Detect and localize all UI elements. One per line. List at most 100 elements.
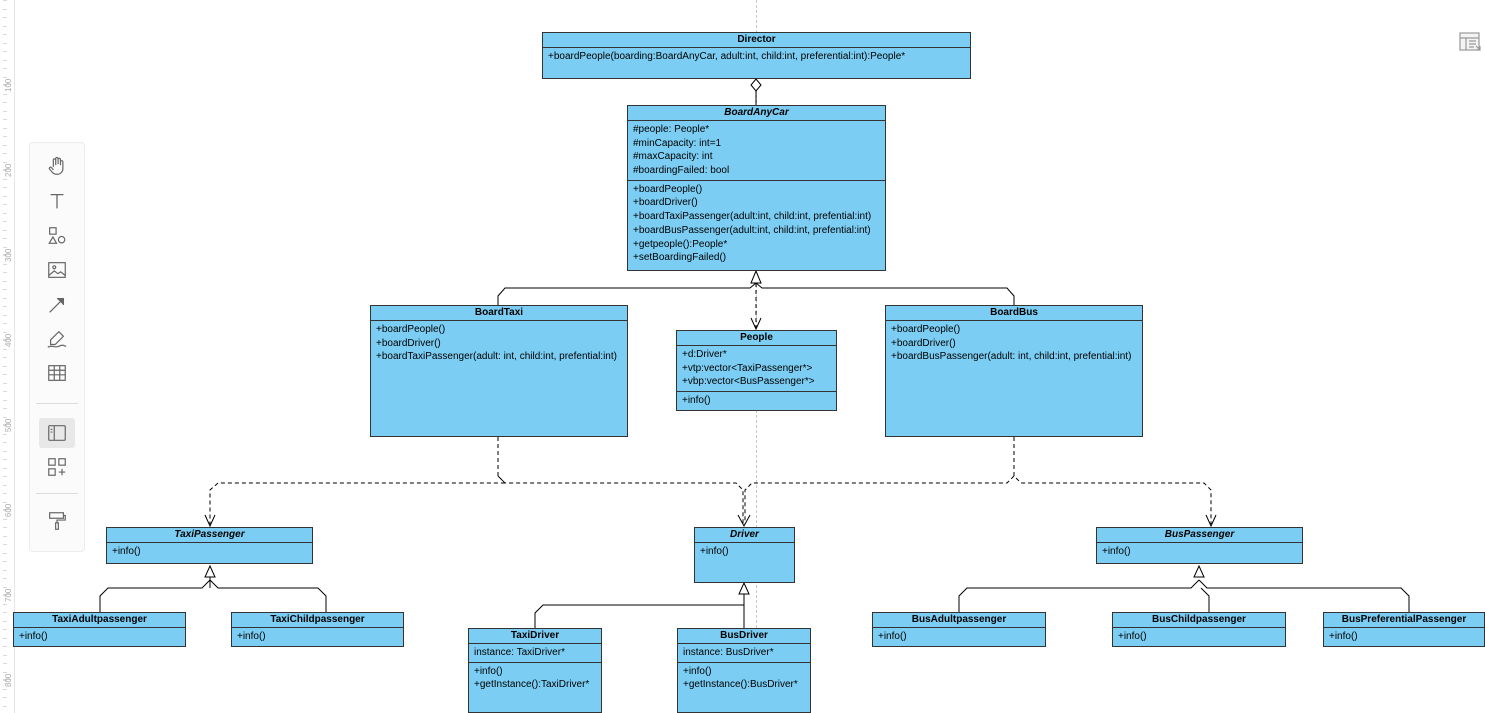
- class-board-bus[interactable]: BoardBus +boardPeople() +boardDriver() +bo…: [885, 305, 1143, 437]
- shapes-icon[interactable]: [39, 221, 75, 251]
- methods: +info(): [1113, 628, 1285, 646]
- class-member: +d:Driver*: [682, 349, 727, 360]
- class-name: Driver: [695, 528, 794, 543]
- class-board-any-car[interactable]: BoardAnyCar #people: People*#minCapacity…: [627, 105, 886, 271]
- class-member: +getInstance():BusDriver*: [683, 679, 798, 691]
- dependency-bus-to-buspassenger: [1013, 437, 1212, 524]
- class-member: +boardPeople(): [891, 324, 961, 335]
- methods: +info(): [695, 543, 794, 561]
- class-member: +boardPeople(): [376, 324, 446, 335]
- class-member: #boardingFailed: bool: [633, 165, 730, 177]
- class-member: instance: BusDriver*: [683, 647, 774, 658]
- class-name: BoardBus: [886, 306, 1142, 321]
- generalization-bus-preferential: [1198, 579, 1410, 612]
- class-bus-passenger[interactable]: BusPassenger +info(): [1096, 527, 1303, 564]
- image-icon[interactable]: [39, 255, 75, 285]
- generalization-board-taxi: [497, 282, 757, 305]
- attributes: +d:Driver* +vtp:vector<TaxiPassenger*> +vb…: [677, 346, 836, 393]
- class-bus-driver[interactable]: BusDriver instance: BusDriver* +info() +g…: [677, 628, 811, 713]
- class-member: +boardPeople(): [633, 183, 703, 195]
- class-member: +boardDriver(): [891, 337, 956, 349]
- table-icon[interactable]: [39, 358, 75, 388]
- class-name: TaxiAdultpassenger: [14, 613, 185, 628]
- class-name: BusChildpassenger: [1113, 613, 1285, 628]
- methods: +boardPeople(boarding:BoardAnyCar, adult…: [543, 48, 970, 66]
- class-member: +boardPeople(boarding:BoardAnyCar, adult…: [548, 51, 906, 62]
- methods: +info(): [873, 628, 1045, 646]
- class-member: instance: TaxiDriver*: [474, 647, 565, 658]
- class-driver[interactable]: Driver +info(): [694, 527, 795, 583]
- format-painter-icon[interactable]: [39, 506, 75, 536]
- dependency-taxi-to-driver: [497, 475, 744, 524]
- class-director[interactable]: Director +boardPeople(boarding:BoardAnyC…: [542, 32, 971, 79]
- hand-icon[interactable]: [39, 151, 75, 181]
- class-taxi-passenger[interactable]: TaxiPassenger +info(): [106, 527, 313, 564]
- left-toolbar: [29, 142, 85, 552]
- class-member: +boardDriver(): [376, 337, 441, 349]
- class-member: +boardBusPassenger(adult:int, child:int,…: [633, 224, 871, 236]
- class-member: +info(): [683, 665, 712, 677]
- class-name: BusAdultpassenger: [873, 613, 1045, 628]
- class-name: BoardTaxi: [371, 306, 627, 321]
- class-name: People: [677, 331, 836, 346]
- methods: +info(): [1324, 628, 1484, 646]
- dependency-bus-to-driver: [744, 475, 1015, 524]
- class-member: +info(): [1329, 631, 1358, 642]
- class-people[interactable]: People +d:Driver* +vtp:vector<TaxiPasseng…: [676, 330, 837, 411]
- class-name: TaxiChildpassenger: [232, 613, 403, 628]
- class-name: Director: [543, 33, 970, 48]
- class-taxi-child-passenger[interactable]: TaxiChildpassenger +info(): [231, 612, 404, 647]
- class-member: +boardTaxiPassenger(adult:int, child:int…: [633, 211, 872, 223]
- class-member: +getpeople():People*: [633, 238, 728, 250]
- class-bus-preferential-passenger[interactable]: BusPreferentialPassenger +info(): [1323, 612, 1485, 647]
- methods: +info() +getInstance():BusDriver*: [678, 663, 810, 694]
- methods: +info(): [107, 543, 312, 561]
- class-member: +vbp:vector<BusPassenger*>: [682, 376, 815, 388]
- generalization-bus-adult: [958, 579, 1200, 612]
- class-member: +info(): [1118, 631, 1147, 642]
- arrow-icon[interactable]: [39, 290, 75, 320]
- generalization-board-bus: [755, 282, 1015, 305]
- class-bus-child-passenger[interactable]: BusChildpassenger +info(): [1112, 612, 1286, 647]
- class-name: BusPreferentialPassenger: [1324, 613, 1484, 628]
- dependency-taxi-to-taxipassenger: [209, 437, 507, 524]
- class-bus-adult-passenger[interactable]: BusAdultpassenger +info(): [872, 612, 1046, 647]
- class-member: +info(): [878, 631, 907, 642]
- class-member: +boardDriver(): [633, 197, 698, 209]
- add-component-icon[interactable]: [39, 452, 75, 482]
- class-board-taxi[interactable]: BoardTaxi +boardPeople()+boardDriver()+b…: [370, 305, 628, 437]
- class-taxi-driver[interactable]: TaxiDriver instance: TaxiDriver* +info()…: [468, 628, 602, 713]
- class-member: +info(): [1102, 546, 1131, 557]
- format-panel-icon[interactable]: [1458, 30, 1482, 54]
- attributes: #people: People*#minCapacity: int=1#maxC…: [628, 121, 885, 181]
- methods: +boardPeople() +boardDriver() +boardTaxiPa…: [371, 321, 627, 366]
- class-name: BusDriver: [678, 629, 810, 644]
- class-member: +vtp:vector<TaxiPassenger*>: [682, 362, 813, 374]
- attributes: instance: BusDriver*: [678, 644, 810, 663]
- text-icon[interactable]: [39, 186, 75, 216]
- attributes: instance: TaxiDriver*: [469, 644, 601, 663]
- class-member: +boardTaxiPassenger(adult: int, child:in…: [376, 351, 617, 363]
- generalization-taxi-driver: [534, 604, 744, 628]
- methods: +info()+getInstance():TaxiDriver*: [469, 663, 601, 694]
- class-member: +setBoardingFailed(): [633, 252, 727, 264]
- methods: +info(): [14, 628, 185, 646]
- generalization-bus-child: [1200, 587, 1210, 612]
- class-name: TaxiDriver: [469, 629, 601, 644]
- class-member: +boardBusPassenger(adult: int, child:int…: [891, 351, 1132, 363]
- class-name: TaxiPassenger: [107, 528, 312, 543]
- pen-icon[interactable]: [39, 324, 75, 354]
- class-member: #maxCapacity: int: [633, 151, 713, 163]
- generalization-arrowhead: [750, 269, 762, 284]
- generalization-taxi-adult: [99, 579, 211, 612]
- generalization-taxi-child: [209, 579, 327, 612]
- dependency-arrowhead: [750, 317, 762, 331]
- methods: +info(): [677, 392, 836, 410]
- class-taxi-adult-passenger[interactable]: TaxiAdultpassenger +info(): [13, 612, 186, 647]
- methods: +info(): [1097, 543, 1302, 561]
- panel-icon[interactable]: [39, 418, 75, 448]
- methods: +boardPeople() +boardDriver() +boardTaxiPa…: [628, 181, 885, 267]
- class-member: +info(): [112, 546, 141, 557]
- class-member: +info(): [474, 665, 503, 677]
